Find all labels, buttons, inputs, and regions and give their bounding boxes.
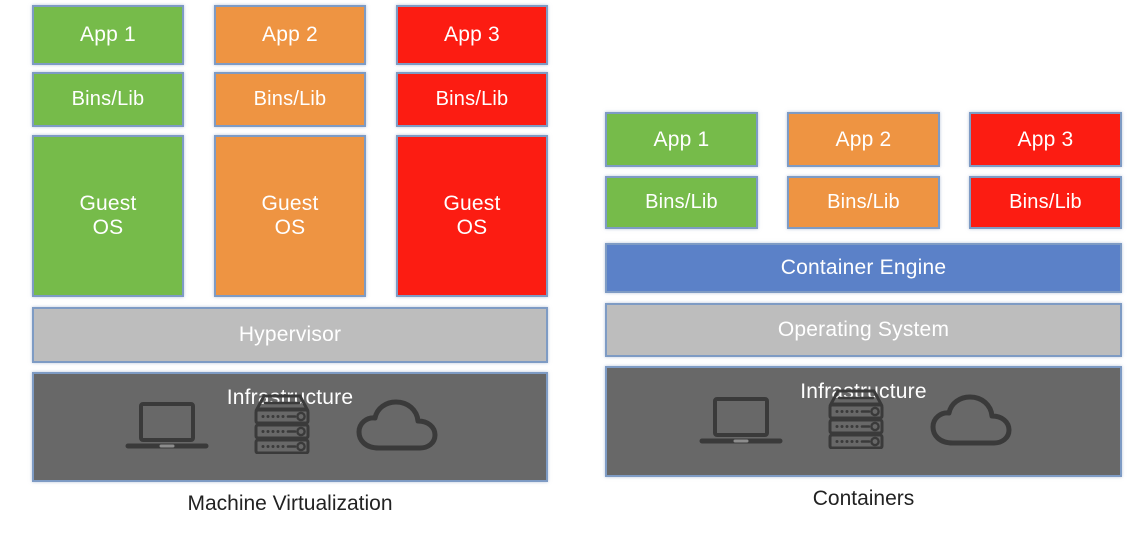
left-guest-os-3-block[interactable]: Guest OS — [396, 135, 548, 297]
left-infrastructure-icon-row — [34, 374, 546, 472]
left-guest-os-1-block[interactable]: Guest OS — [32, 135, 184, 297]
right-panel-caption: Containers — [812, 487, 915, 510]
right-bins-lib-3-block[interactable]: Bins/Lib — [969, 176, 1122, 229]
right-app-2-block[interactable]: App 2 — [787, 112, 940, 167]
cloud-icon — [929, 373, 1029, 467]
right-container-engine-bar[interactable]: Container Engine — [605, 243, 1122, 293]
left-bins-lib-3-block[interactable]: Bins/Lib — [396, 72, 548, 127]
right-infrastructure-icon-row — [607, 369, 1120, 467]
left-app-2-block[interactable]: App 2 — [214, 5, 366, 65]
right-app-3-block[interactable]: App 3 — [969, 112, 1122, 167]
laptop-icon — [699, 375, 783, 467]
left-app-3-block[interactable]: App 3 — [396, 5, 548, 65]
left-panel-caption: Machine Virtualization — [187, 492, 393, 515]
left-bins-lib-2-block[interactable]: Bins/Lib — [214, 72, 366, 127]
right-bins-lib-1-block[interactable]: Bins/Lib — [605, 176, 758, 229]
left-app-1-block[interactable]: App 1 — [32, 5, 184, 65]
left-guest-os-2-block[interactable]: Guest OS — [214, 135, 366, 297]
right-infrastructure-bar[interactable]: Infrastructure — [605, 366, 1122, 477]
laptop-icon — [125, 380, 209, 472]
right-bins-lib-2-block[interactable]: Bins/Lib — [787, 176, 940, 229]
server-rack-icon — [245, 374, 319, 472]
left-hypervisor-bar[interactable]: Hypervisor — [32, 307, 548, 363]
left-bins-lib-1-block[interactable]: Bins/Lib — [32, 72, 184, 127]
left-infrastructure-bar[interactable]: Infrastructure — [32, 372, 548, 482]
right-operating-system-bar[interactable]: Operating System — [605, 303, 1122, 357]
cloud-icon — [355, 378, 455, 472]
server-rack-icon — [819, 369, 893, 467]
right-app-1-block[interactable]: App 1 — [605, 112, 758, 167]
